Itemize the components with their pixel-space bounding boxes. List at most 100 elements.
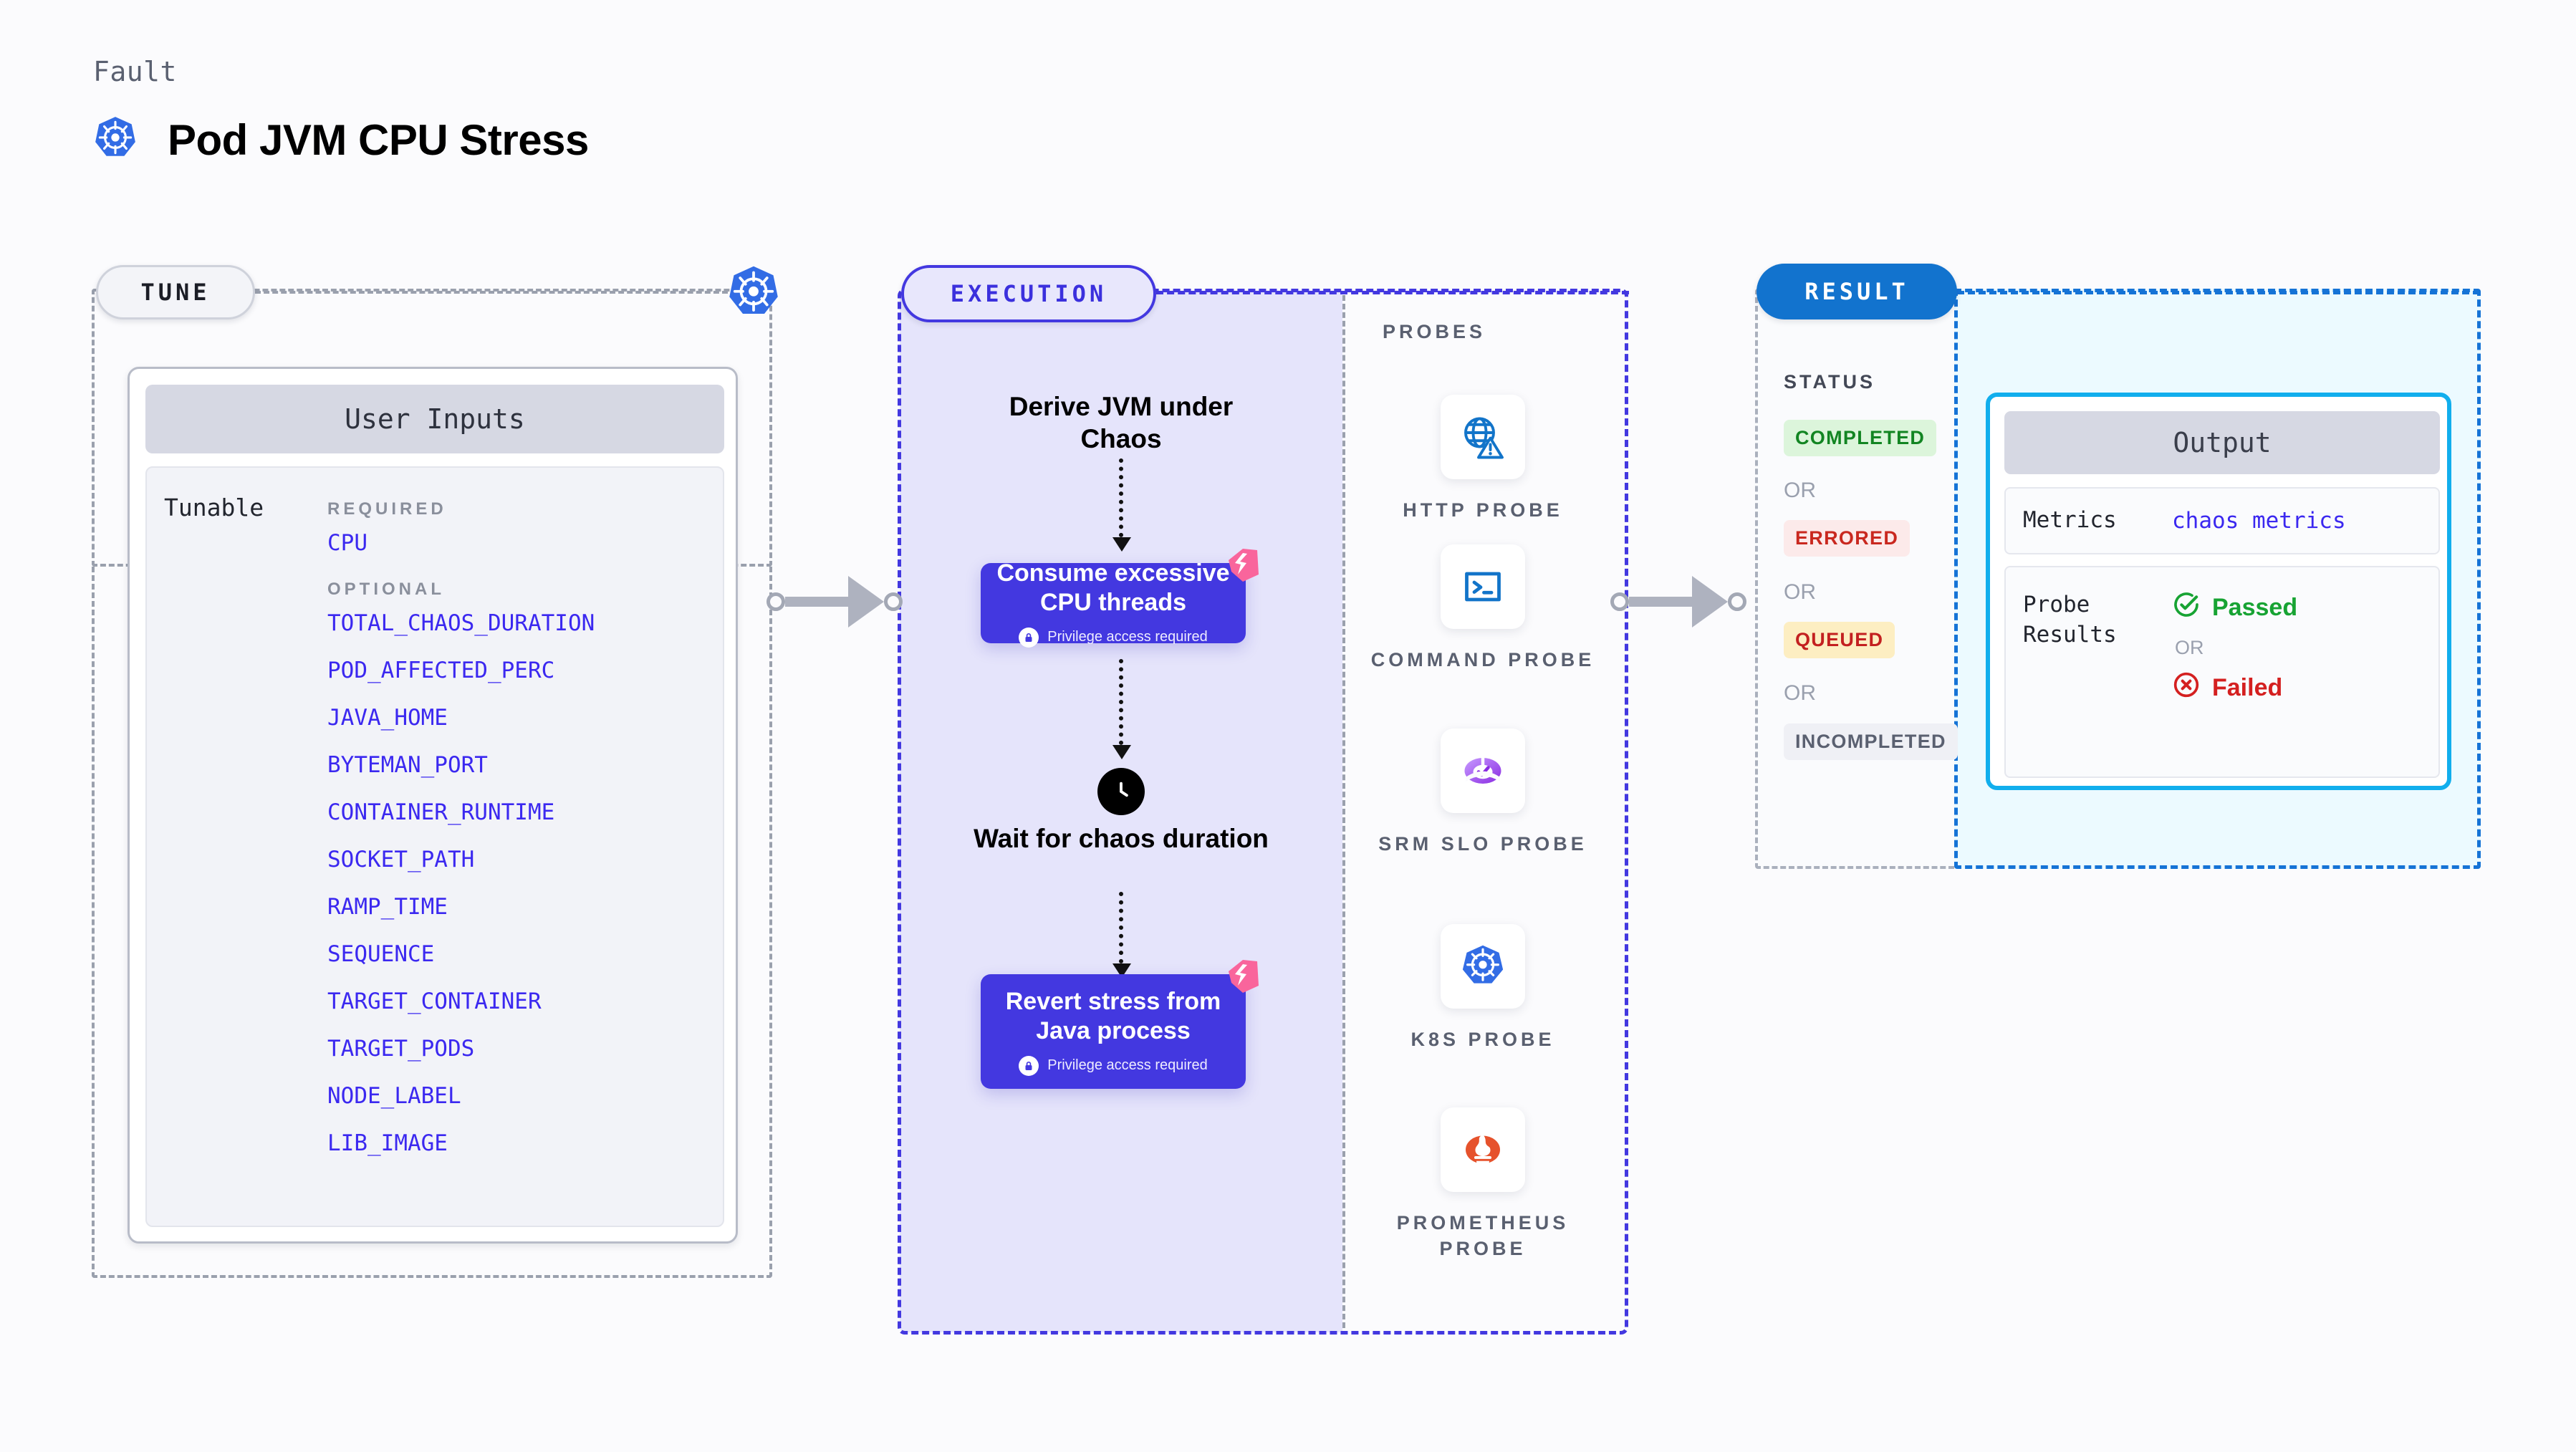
required-group-label: REQUIRED <box>327 499 447 519</box>
page-title: Pod JVM CPU Stress <box>92 115 589 165</box>
tunable-item[interactable]: TARGET_CONTAINER <box>327 989 542 1014</box>
execution-box-consume-cpu[interactable]: Consume excessive CPU threads Privilege … <box>981 549 1259 648</box>
probe-label: HTTP PROBE <box>1403 499 1563 521</box>
tunable-item[interactable]: LIB_IMAGE <box>327 1130 448 1156</box>
connector-node <box>1728 592 1746 611</box>
litmus-flag-icon <box>1214 956 1261 999</box>
status-label: STATUS <box>1784 371 1875 393</box>
user-inputs-title: User Inputs <box>145 385 724 453</box>
tunable-label: Tunable <box>164 494 264 521</box>
result-tag[interactable]: RESULT <box>1756 264 1957 319</box>
connector-node <box>1610 592 1629 611</box>
output-probe-results-row: Probe Results Passed OR <box>2004 566 2440 778</box>
tunable-item[interactable]: BYTEMAN_PORT <box>327 752 488 778</box>
probe-result-passed-label: Passed <box>2212 594 2298 621</box>
probe-label: PROMETHEUS PROBE <box>1396 1212 1570 1259</box>
probe-command[interactable]: COMMAND PROBE <box>1368 544 1597 673</box>
execution-probes-divider <box>1342 295 1345 1328</box>
tunable-item[interactable]: POD_AFFECTED_PERC <box>327 658 555 683</box>
privilege-note-text: Privilege access required <box>1047 629 1208 645</box>
privilege-note: Privilege access required <box>1019 627 1208 648</box>
privilege-note-text: Privilege access required <box>1047 1057 1208 1074</box>
connector-arrowhead <box>848 576 884 628</box>
tunable-item[interactable]: SOCKET_PATH <box>327 847 475 872</box>
connector-node <box>884 592 903 611</box>
probe-result-failed-label: Failed <box>2212 674 2283 701</box>
execution-box-revert-stress[interactable]: Revert stress from Java process Privileg… <box>981 960 1259 1089</box>
output-metrics-row: Metrics chaos metrics <box>2004 487 2440 554</box>
result-top-connector-line <box>1957 291 2480 294</box>
probe-result-or: OR <box>2175 637 2204 658</box>
privilege-note: Privilege access required <box>1019 1055 1208 1076</box>
tune-panel-body <box>92 567 772 1278</box>
output-probe-values: Passed OR Failed <box>2172 590 2297 706</box>
tunable-item-cpu[interactable]: CPU <box>327 530 367 556</box>
prometheus-icon <box>1441 1107 1525 1192</box>
execution-top-connector-line <box>1156 291 1629 294</box>
clock-icon <box>1097 768 1145 815</box>
probes-label: PROBES <box>1383 321 1486 342</box>
connector-execution-to-result <box>1610 573 1746 630</box>
probe-label: K8S PROBE <box>1410 1029 1555 1050</box>
tune-tag[interactable]: TUNE <box>96 265 255 319</box>
execution-box-title: Consume excessive CPU threads <box>996 559 1230 616</box>
execution-tag[interactable]: EXECUTION <box>901 265 1156 322</box>
probe-prometheus[interactable]: PROMETHEUS PROBE <box>1368 1107 1597 1261</box>
tunable-item[interactable]: TARGET_PODS <box>327 1036 475 1062</box>
tunable-item[interactable]: CONTAINER_RUNTIME <box>327 799 555 825</box>
status-badge-completed: COMPLETED <box>1784 420 1937 456</box>
status-badge-errored: ERRORED <box>1784 520 1911 557</box>
execution-panel <box>898 289 1628 1335</box>
lock-icon <box>1019 1055 1039 1076</box>
x-circle-icon <box>2172 670 2201 706</box>
page-title-text: Pod JVM CPU Stress <box>168 115 589 164</box>
output-title: Output <box>2004 411 2440 474</box>
connector-arrowhead <box>1692 576 1728 628</box>
status-badge-incompleted: INCOMPLETED <box>1784 723 1958 760</box>
status-or: OR <box>1784 479 1816 502</box>
probe-label: SRM SLO PROBE <box>1378 833 1587 855</box>
probe-result-failed: Failed <box>2172 670 2297 706</box>
connector-shaft <box>1629 597 1692 607</box>
flow-arrow <box>1112 892 1131 978</box>
execution-step-wait-for-chaos: Wait for chaos duration <box>974 824 1269 853</box>
connector-tune-to-execution <box>766 573 903 630</box>
tunable-item[interactable]: JAVA_HOME <box>327 705 448 731</box>
flow-arrow <box>1112 458 1131 552</box>
user-inputs-card: User Inputs Tunable REQUIRED CPU OPTIONA… <box>128 367 738 1244</box>
tunable-list: REQUIRED CPU OPTIONAL TOTAL_CHAOS_DURATI… <box>327 484 714 1180</box>
globe-warning-icon <box>1441 395 1525 479</box>
probe-http[interactable]: HTTP PROBE <box>1368 395 1597 524</box>
fault-label: Fault <box>93 56 177 87</box>
flow-arrow <box>1112 659 1131 759</box>
kubernetes-icon <box>1441 924 1525 1009</box>
execution-box-title: Revert stress from Java process <box>1005 988 1221 1044</box>
tunable-box: Tunable REQUIRED CPU OPTIONAL TOTAL_CHAO… <box>145 466 724 1227</box>
check-circle-icon <box>2172 590 2201 625</box>
slo-gauge-icon <box>1441 729 1525 813</box>
tunable-item[interactable]: TOTAL_CHAOS_DURATION <box>327 610 595 636</box>
probe-k8s[interactable]: K8S PROBE <box>1368 924 1597 1053</box>
probe-label: COMMAND PROBE <box>1370 649 1595 670</box>
result-status-panel <box>1755 289 1954 869</box>
terminal-icon <box>1441 544 1525 629</box>
tunable-item[interactable]: SEQUENCE <box>327 941 435 967</box>
execution-step-derive-jvm: Derive JVM under Chaos <box>1009 392 1234 454</box>
status-badge-queued: QUEUED <box>1784 622 1895 658</box>
status-or: OR <box>1784 681 1816 705</box>
probe-srm-slo[interactable]: SRM SLO PROBE <box>1368 729 1597 857</box>
status-or: OR <box>1784 580 1816 604</box>
output-metrics-value[interactable]: chaos metrics <box>2172 508 2346 534</box>
kubernetes-icon <box>92 115 139 165</box>
optional-group-label: OPTIONAL <box>327 580 445 599</box>
litmus-flag-icon <box>1214 544 1261 587</box>
kubernetes-icon <box>725 264 782 321</box>
connector-shaft <box>785 597 848 607</box>
tune-top-connector-line <box>255 291 728 294</box>
tunable-item[interactable]: NODE_LABEL <box>327 1083 461 1109</box>
output-probe-key: Probe Results <box>2023 592 2117 648</box>
tunable-item[interactable]: RAMP_TIME <box>327 894 448 920</box>
connector-node <box>766 592 785 611</box>
lock-icon <box>1019 627 1039 648</box>
